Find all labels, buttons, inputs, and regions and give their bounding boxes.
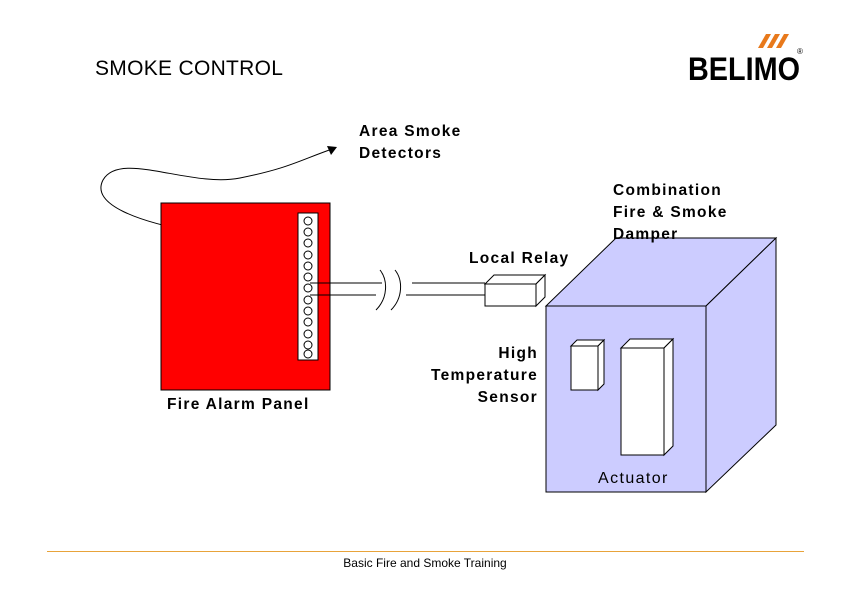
local-relay <box>483 273 547 308</box>
label-high-temperature-sensor: High Temperature Sensor <box>430 345 538 406</box>
label-local-relay: Local Relay <box>469 250 570 267</box>
detector-wire-arrow <box>100 147 336 233</box>
arrowhead-icon <box>327 146 337 155</box>
footer-text: Basic Fire and Smoke Training <box>343 556 507 570</box>
label-fire-alarm-panel: Fire Alarm Panel <box>167 396 310 413</box>
relay-wires <box>310 269 485 311</box>
label-combination-damper: Combination Fire & Smoke Damper <box>613 182 728 243</box>
combination-damper <box>544 236 778 494</box>
actuator <box>619 337 675 457</box>
high-temperature-sensor <box>569 338 606 392</box>
logo-registered-mark: ® <box>797 47 803 56</box>
logo-wordmark: BELIMO <box>688 51 800 86</box>
footer-divider <box>47 551 804 552</box>
slide-title: SMOKE CONTROL <box>95 57 284 80</box>
terminal-circles <box>303 216 313 359</box>
logo-accent-stripes <box>758 34 789 48</box>
label-actuator: Actuator <box>598 470 669 487</box>
label-area-smoke-detectors: Area Smoke Detectors <box>359 123 462 162</box>
belimo-logo: BELIMO ® <box>688 34 803 86</box>
